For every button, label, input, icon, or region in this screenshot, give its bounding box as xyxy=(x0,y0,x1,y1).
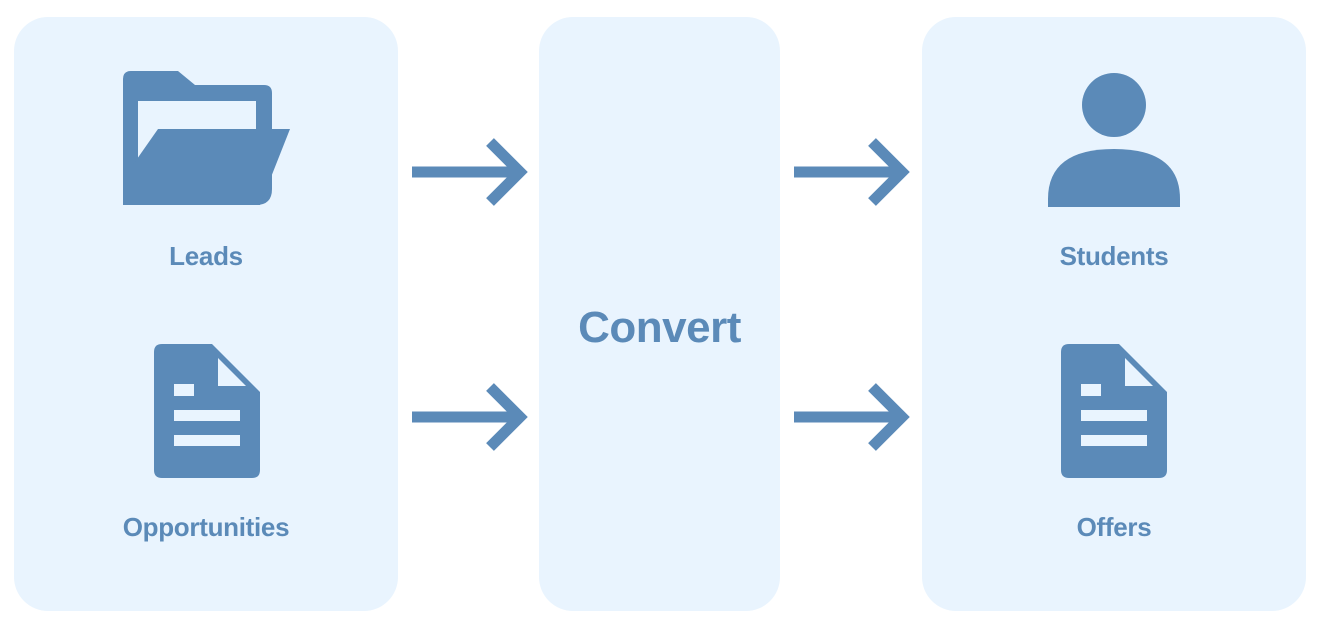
arrow-right-icon xyxy=(794,138,910,206)
arrow-right-icon xyxy=(412,138,528,206)
opportunities-label: Opportunities xyxy=(122,512,290,542)
document-icon xyxy=(154,344,260,478)
person-icon xyxy=(1048,73,1180,207)
convert-label: Convert xyxy=(578,303,741,352)
leads-label: Leads xyxy=(169,241,243,271)
folder-open-icon xyxy=(123,71,290,205)
targets-panel: Students Offers xyxy=(922,17,1306,611)
students-label: Students xyxy=(1059,241,1169,271)
arrow-right-icon xyxy=(794,383,910,451)
convert-panel: Convert xyxy=(539,17,780,611)
sources-panel: Leads Opportunities xyxy=(14,17,398,611)
offers-label: Offers xyxy=(1076,512,1152,542)
document-icon xyxy=(1061,344,1167,478)
arrow-right-icon xyxy=(412,383,528,451)
